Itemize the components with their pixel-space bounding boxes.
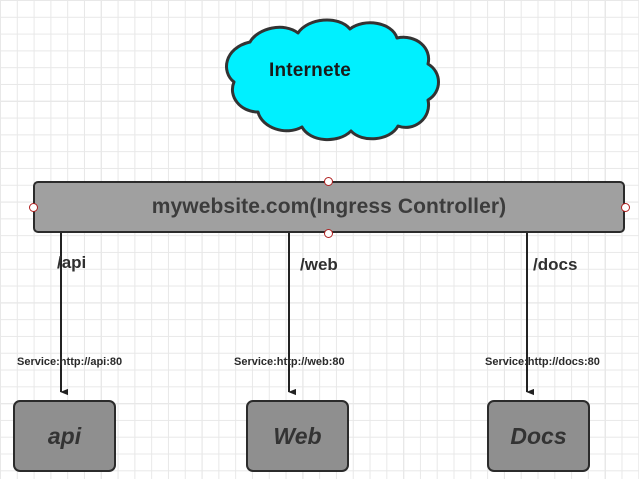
service-box-label-docs: Docs [510,422,567,449]
ingress-controller-label: mywebsite.com(Ingress Controller) [151,195,507,218]
service-endpoint-label-docs: Service:http://docs:80 [485,356,600,368]
service-endpoint-label-api: Service:http://api:80 [17,356,123,368]
service-box-label-api: api [47,422,82,449]
path-label-web: /web [300,255,338,274]
service-box-label-web: Web [273,422,322,449]
service-box-docs[interactable]: Docs [487,400,590,472]
connector-handle-top[interactable] [324,177,333,186]
service-box-web[interactable]: Web [246,400,349,472]
path-label-api: /api [57,253,87,272]
service-box-api[interactable]: api [13,400,116,472]
cloud-label: Internete [268,60,352,81]
connector-handle-left[interactable] [29,203,38,212]
ingress-controller-box[interactable]: mywebsite.com(Ingress Controller) [33,181,625,233]
connector-handle-bottom[interactable] [324,229,333,238]
path-label-docs: /docs [533,255,578,274]
connector-handle-right[interactable] [621,203,630,212]
internet-cloud-shape[interactable] [225,18,440,141]
service-endpoint-label-web: Service:http://web:80 [234,356,345,368]
